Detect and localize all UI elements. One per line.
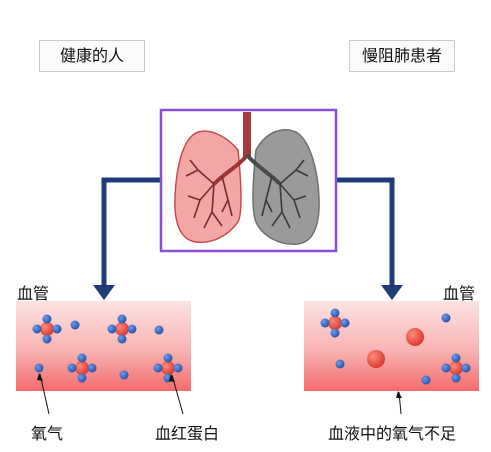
healthy-lung <box>174 130 242 244</box>
pointer-lines <box>37 373 402 415</box>
hemoglobin-cluster <box>441 353 471 383</box>
oxygen-molecule <box>441 313 451 323</box>
hemoglobin-empty <box>367 350 385 368</box>
hemoglobin-pointer-tip <box>169 374 175 382</box>
oxygen-molecule <box>70 320 80 330</box>
hemoglobin-cluster <box>107 314 137 344</box>
hemoglobin-empty <box>406 328 424 346</box>
lungs-icon <box>174 112 320 245</box>
oxygen-molecule <box>335 359 345 369</box>
copd-patient-label: 慢阻肺患者 <box>349 40 455 72</box>
oxygen-molecule <box>119 370 129 380</box>
oxygen-pointer-tip <box>37 373 43 381</box>
arrows <box>93 177 403 300</box>
diseased-lung <box>252 129 320 245</box>
hemoglobin-cluster <box>320 308 350 338</box>
trachea <box>243 112 251 158</box>
vessel-healthy <box>16 301 191 391</box>
healthy-person-label: 健康的人 <box>39 40 145 72</box>
vessel-label-left: 血管 <box>17 284 50 303</box>
hemoglobin-cluster <box>32 314 62 344</box>
healthy-branches <box>185 159 233 229</box>
right-bronchus <box>245 153 282 186</box>
hemoglobin-cluster <box>67 353 97 383</box>
oxygen-molecule <box>154 325 164 335</box>
left-bronchus <box>212 153 249 186</box>
low-oxygen-label: 血液中的氧气不足 <box>328 424 457 443</box>
hemoglobin-label: 血红蛋白 <box>155 424 220 443</box>
oxygen-molecule <box>34 363 44 373</box>
left-arrow <box>101 177 162 290</box>
diseased-branches <box>261 159 309 229</box>
vessel-copd <box>304 301 479 391</box>
right-arrow-head <box>381 285 403 300</box>
low-oxygen-pointer-tip <box>396 391 402 398</box>
hemoglobin-cluster <box>153 353 183 383</box>
right-arrow <box>336 177 395 290</box>
left-arrow-head <box>93 285 115 300</box>
oxygen-label: 氧气 <box>31 424 64 443</box>
vessel-label-right: 血管 <box>443 284 476 303</box>
oxygen-molecule <box>421 375 431 385</box>
